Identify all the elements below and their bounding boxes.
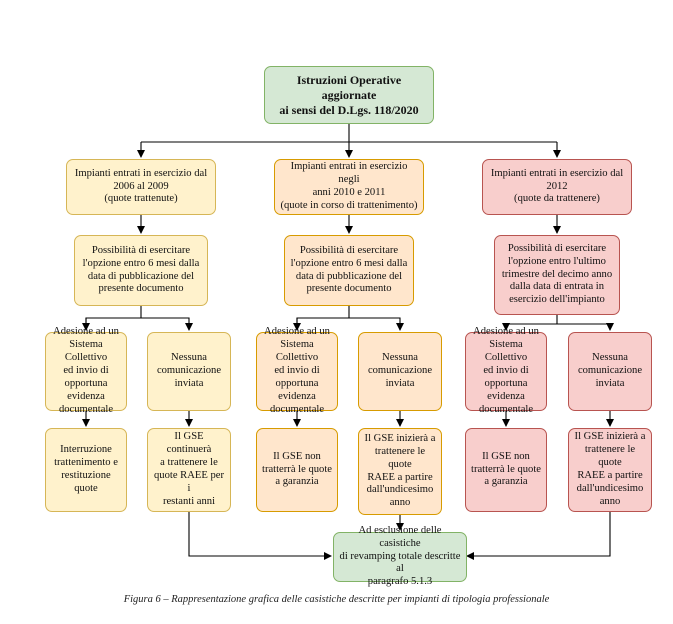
- figure-caption: Figura 6 – Rappresentazione grafica dell…: [123, 594, 550, 605]
- root-node: Istruzioni Operative aggiornate ai sensi…: [264, 66, 434, 124]
- col1-header-node: Impianti entrati in esercizio dal 2006 a…: [66, 159, 216, 215]
- col2-adhesion-node: Adesione ad un Sistema Collettivo ed inv…: [256, 326, 338, 415]
- col1-no-communication-node: Nessuna comunicazione inviata: [147, 332, 231, 411]
- edge-col3-right-bottom: [466, 512, 611, 560]
- col1-right-result-node: Il GSE continuerà a trattenere le quote …: [147, 428, 231, 512]
- col3-no-communication-node: Nessuna comunicazione inviata: [568, 332, 652, 411]
- exclusion-node: Ad esclusione delle casistiche di revamp…: [333, 525, 467, 587]
- col2-right-result-node: Il GSE inizierà a trattenere le quote RA…: [358, 428, 442, 515]
- col1-option-node: Possibilità di esercitare l'opzione entr…: [74, 235, 208, 306]
- col3-left-result-node: Il GSE non tratterrà le quote a garanzia: [465, 428, 547, 512]
- col2-no-communication-node: Nessuna comunicazione inviata: [358, 332, 442, 411]
- col3-adhesion-node: Adesione ad un Sistema Collettivo ed inv…: [465, 326, 547, 415]
- col2-option-node: Possibilità di esercitare l'opzione entr…: [284, 235, 414, 306]
- col1-left-result-node: Interruzione trattenimento e restituzion…: [45, 428, 127, 512]
- col2-header-node: Impianti entrati in esercizio negli anni…: [274, 159, 424, 215]
- col1-adhesion-node: Adesione ad un Sistema Collettivo ed inv…: [45, 326, 127, 415]
- col2-left-result-node: Il GSE non tratterrà le quote a garanzia: [256, 428, 338, 512]
- col3-option-node: Possibilità di esercitare l'opzione entr…: [494, 235, 620, 315]
- col3-right-result-node: Il GSE inizierà a trattenere le quote RA…: [568, 428, 652, 512]
- col3-header-node: Impianti entrati in esercizio dal 2012 (…: [482, 159, 632, 215]
- edge-col1-right-bottom: [188, 512, 332, 560]
